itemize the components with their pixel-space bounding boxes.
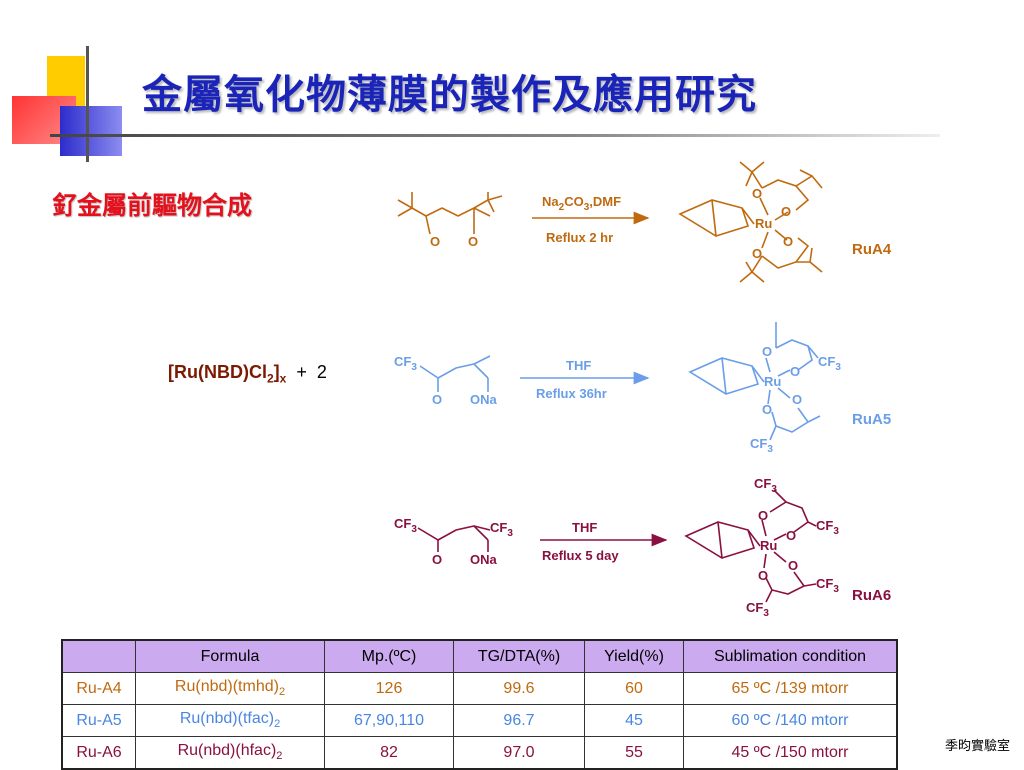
slide-subtitle: 釕金屬前驅物合成 [52,191,253,220]
ligand1-tbu-left [397,192,427,217]
cell-sublimation: 45 ºC /150 mtorr [683,736,898,770]
r1-ligand-o2: O [468,234,478,249]
header-mp: Mp.(ºC) [324,639,454,673]
header-formula: Formula [135,639,325,673]
r2-prod-cf3-top: CF3 [818,354,841,373]
slide-title: 金屬氧化物薄膜的製作及應用研究 [142,71,757,118]
cell-sublimation: 65 ºC /139 mtorr [683,672,898,705]
r2-prod-o2: O [790,364,800,379]
properties-table: Formula Mp.(ºC) TG/DTA(%) Yield(%) Subli… [61,639,898,770]
r3-ligand-cf3-right: CF3 [490,520,513,539]
r1-condition2: Reflux 2 hr [546,230,613,245]
decor-vertical-line [86,46,89,162]
r1-prod-o4: O [752,246,762,261]
r1-prod-o3: O [783,234,793,249]
r3-prod-o2: O [786,528,796,543]
r1-prod-ru: Ru [755,216,772,231]
r3-prod-cf3-top: CF3 [754,476,777,495]
table-row: Ru-A4 Ru(nbd)(tmhd)2 126 99.6 60 65 ºC /… [61,672,898,705]
r1-prod-o1: O [752,186,762,201]
cell-id: Ru-A5 [61,704,136,737]
r3-prod-cf3-right-bottom: CF3 [816,576,839,595]
table-row: Ru-A5 Ru(nbd)(tfac)2 67,90,110 96.7 45 6… [61,704,898,737]
cell-tg: 97.0 [453,736,585,770]
cell-tg: 96.7 [453,704,585,737]
r3-condition1: THF [572,520,597,535]
cell-formula: Ru(nbd)(tmhd)2 [135,672,325,705]
reactant-formula-bracket: ] [273,362,280,382]
reactant-formula-x: x [279,371,287,386]
r2-prod-o4: O [762,402,772,417]
r3-prod-o1: O [758,508,768,523]
r1-cond-sub2: 2 [559,202,565,213]
product-name-rua4: RuA4 [852,241,892,258]
r2-prod-ru: Ru [764,374,781,389]
reactant-coefficient: 2 [316,362,327,382]
cell-yield: 60 [584,672,684,705]
cell-mp: 82 [324,736,454,770]
cell-mp: 67,90,110 [324,704,454,737]
cell-sublimation: 60 ºC /140 mtorr [683,704,898,737]
r3-ligand-o: O [432,552,442,567]
r2-condition1: THF [566,358,591,373]
cell-mp: 126 [324,672,454,705]
r1-cond-sub3: 3 [584,202,590,213]
cell-id: Ru-A4 [61,672,136,705]
lab-footer: 季昀實驗室 [944,739,1010,754]
r3-prod-o4: O [758,568,768,583]
decor-horizontal-line [50,134,940,137]
header-yield: Yield(%) [584,639,684,673]
nbd-1 [678,199,750,237]
r3-prod-ru: Ru [760,538,777,553]
reactant-formula-main: [Ru(NBD)Cl [168,362,267,382]
r2-prod-o1: O [762,344,772,359]
reactant-formula-sub: 2 [266,371,274,386]
r1-cond-na: Na [542,194,559,209]
header-tg-dta: TG/DTA(%) [453,639,585,673]
cell-yield: 55 [584,736,684,770]
cell-formula: Ru(nbd)(tfac)2 [135,704,325,737]
r3-ligand-ona: ONa [470,552,498,567]
r3-prod-o3: O [788,558,798,573]
table-header-row: Formula Mp.(ºC) TG/DTA(%) Yield(%) Subli… [61,639,898,673]
reaction-scheme: O O Na2CO3,DMF Reflux 2 hr O O O O Ru Ru… [394,161,892,619]
r2-ligand-o: O [432,392,442,407]
cell-id: Ru-A6 [61,736,136,770]
r2-ligand-ona: ONa [470,392,498,407]
r3-condition2: Reflux 5 day [542,548,619,563]
reaction-2 [419,322,821,441]
r1-cond-dmf: ,DMF [589,194,621,209]
r2-ligand-cf: CF3 [394,354,417,373]
table-row: Ru-A6 Ru(nbd)(hfac)2 82 97.0 55 45 ºC /1… [61,736,898,770]
cell-yield: 45 [584,704,684,737]
r1-condition1: Na2CO3,DMF [542,194,621,213]
decor-blue-square [60,106,122,156]
product-name-rua5: RuA5 [852,411,891,428]
r3-ligand-cf3-left: CF3 [394,516,417,535]
r3-prod-cf3-bottom: CF3 [746,600,769,619]
reactant-plus: + [296,362,307,382]
r2-condition2: Reflux 36hr [536,386,607,401]
header-blank [61,639,136,673]
reaction-1 [397,161,823,283]
r3-prod-cf3-right-top: CF3 [816,518,839,537]
cell-formula: Ru(nbd)(hfac)2 [135,736,325,770]
header-sublimation: Sublimation condition [683,639,898,673]
product-name-rua6: RuA6 [852,587,891,604]
r2-prod-o3: O [792,392,802,407]
reaction-3 [417,489,817,603]
cell-tg: 99.6 [453,672,585,705]
r1-prod-o2: O [781,204,791,219]
reactant-label: [Ru(NBD)Cl2]x + 2 [168,362,327,386]
r1-cond-co: CO [564,194,584,209]
r2-prod-cf3-bottom: CF3 [750,436,773,455]
r1-ligand-o1: O [430,234,440,249]
